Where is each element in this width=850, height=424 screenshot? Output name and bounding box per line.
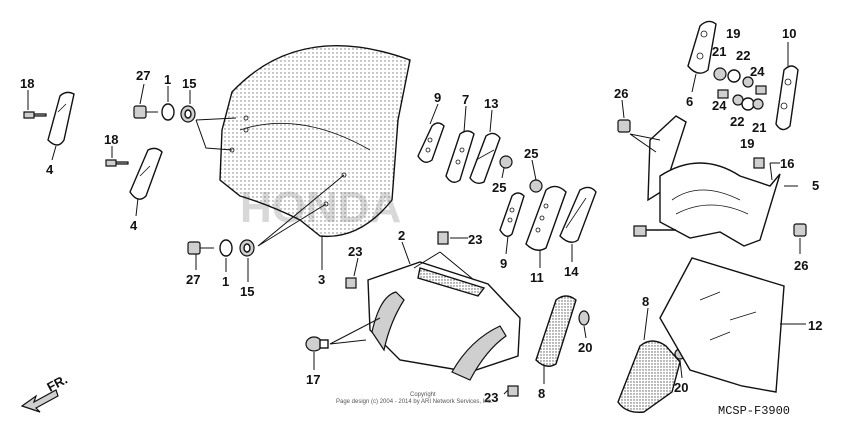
bracket-13	[469, 132, 501, 185]
frame-assembly	[633, 115, 781, 247]
callout-15-a: 15	[182, 76, 196, 91]
bracket-11	[525, 185, 567, 251]
callout-22-b: 22	[730, 114, 744, 129]
callout-19-a: 19	[726, 26, 740, 41]
callout-11: 11	[530, 270, 544, 285]
grommet-17	[305, 336, 329, 352]
callout-5: 5	[812, 178, 819, 193]
callout-27-a: 27	[136, 68, 150, 83]
bracket-6	[687, 20, 717, 74]
washer-20-left	[578, 310, 590, 326]
windscreen	[219, 45, 411, 238]
stay-8-right	[617, 340, 681, 413]
copyright-line2: Page design (c) 2004 - 2014 by ARI Netwo…	[336, 399, 493, 405]
callout-10: 10	[782, 26, 796, 41]
callout-15-b: 15	[240, 284, 254, 299]
copyright-line1: Copyright	[410, 392, 436, 398]
nut-16	[753, 157, 765, 169]
callout-22-a: 22	[736, 48, 750, 63]
callout-13: 13	[484, 96, 498, 111]
bolt-23-top	[437, 231, 449, 245]
collar-19-lower	[741, 97, 755, 111]
callout-19-b: 19	[740, 136, 754, 151]
callout-27-b: 27	[186, 272, 200, 287]
callout-21-a: 21	[712, 44, 726, 59]
washer-22-upper	[742, 76, 754, 88]
callout-labels: 18 4 18 4 27 1 15 27 1 15 3 23 2 23 17 2…	[20, 26, 822, 405]
leader-lines	[27, 42, 806, 395]
bolt-23-bottom	[507, 385, 519, 397]
callout-7: 7	[462, 92, 469, 107]
callout-1-b: 1	[222, 274, 229, 289]
front-direction-arrow-icon	[20, 389, 59, 413]
callout-4-a: 4	[46, 162, 54, 177]
callout-21-b: 21	[752, 120, 766, 135]
callout-26-b: 26	[794, 258, 808, 273]
bolt-24-lower	[717, 89, 729, 99]
side-deflector-upper	[47, 91, 75, 146]
callout-8-a: 8	[538, 386, 545, 401]
callout-1-a: 1	[164, 72, 171, 87]
bracket-10	[775, 65, 799, 131]
callout-16: 16	[780, 156, 794, 171]
screen-panel-12	[659, 257, 785, 393]
callout-23-a: 23	[348, 244, 362, 259]
bracket-7	[445, 130, 475, 183]
bolt-stack-upper	[133, 103, 196, 123]
bolt-23-left	[345, 277, 357, 289]
bolt-26-upper	[617, 119, 631, 133]
callout-18-b: 18	[104, 132, 118, 147]
screw-18-lower	[105, 159, 129, 167]
bolt-24-upper	[755, 85, 767, 95]
callout-24-a: 24	[750, 64, 765, 79]
bracket-9-lower	[499, 192, 525, 237]
callout-14: 14	[564, 264, 579, 279]
bolt-stack-lower	[187, 239, 255, 257]
callout-8-b: 8	[642, 294, 649, 309]
callout-2: 2	[398, 228, 405, 243]
direction-label: FR.	[44, 372, 70, 395]
screw-18-upper	[23, 111, 47, 119]
callout-23-c: 23	[484, 390, 498, 405]
inner-cowl	[367, 261, 521, 381]
callout-23-b: 23	[468, 232, 482, 247]
collar-25-left	[499, 155, 513, 169]
collar-25-right	[529, 179, 543, 193]
side-deflector-lower	[129, 147, 163, 200]
callout-25-a: 25	[492, 180, 506, 195]
callout-20-a: 20	[578, 340, 592, 355]
callout-20-b: 20	[674, 380, 688, 395]
callout-26-a: 26	[614, 86, 628, 101]
callout-18-a: 18	[20, 76, 34, 91]
callout-24-b: 24	[712, 98, 727, 113]
washer-21-lower	[752, 98, 764, 110]
diagram-code: MCSP-F3900	[718, 404, 790, 418]
callout-9-a: 9	[434, 90, 441, 105]
washer-21-upper	[713, 67, 727, 81]
callout-3: 3	[318, 272, 325, 287]
callout-12: 12	[808, 318, 822, 333]
bracket-9-upper	[417, 122, 445, 163]
callout-6: 6	[686, 94, 693, 109]
stay-8-left	[535, 295, 577, 367]
callout-4-b: 4	[130, 218, 138, 233]
callout-9-b: 9	[500, 256, 507, 271]
callout-17: 17	[306, 372, 320, 387]
bolt-26-lower	[793, 223, 807, 237]
bracket-14	[559, 186, 597, 243]
callout-25-b: 25	[524, 146, 538, 161]
collar-19-upper	[727, 69, 741, 83]
